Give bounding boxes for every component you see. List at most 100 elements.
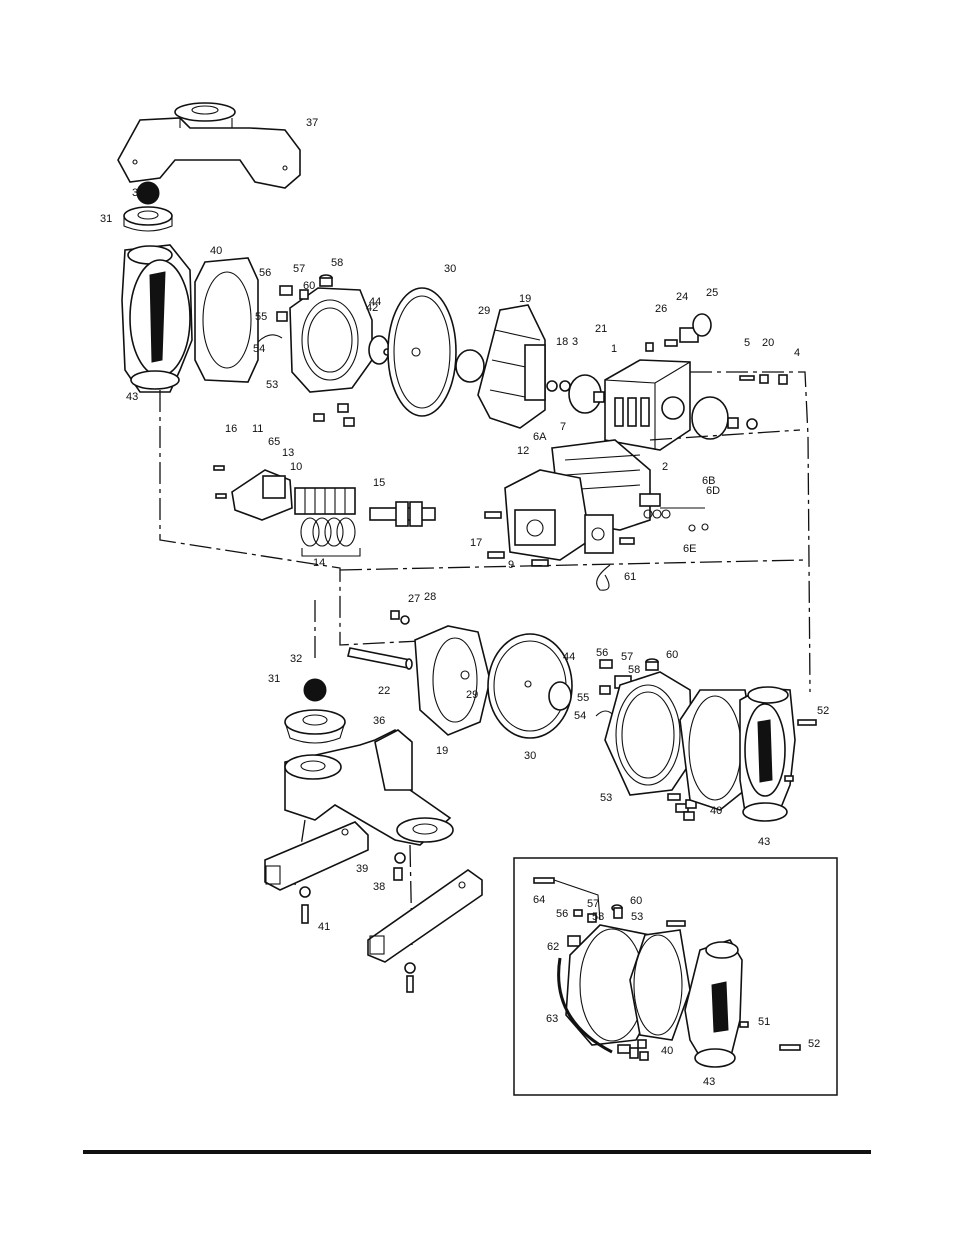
part-label-53: 53	[631, 911, 643, 923]
backup-diaphragm-left	[456, 350, 484, 382]
inner-chamber-left	[478, 305, 545, 428]
part-label-52: 52	[808, 1038, 820, 1050]
part-label-12: 12	[517, 445, 529, 457]
part-label-60: 60	[666, 649, 678, 661]
part-label-30: 30	[444, 263, 456, 275]
o-ring-18-right	[747, 419, 757, 429]
center-block	[605, 360, 690, 450]
o-rings-14	[301, 518, 355, 546]
washer-28	[401, 616, 409, 624]
shaft-22	[348, 648, 412, 669]
part-label-57: 57	[293, 263, 305, 275]
part-label-41: 41	[318, 921, 330, 933]
pilot-valve-group	[214, 466, 435, 556]
part-label-43: 43	[758, 836, 770, 848]
part-label-22: 22	[378, 685, 390, 697]
part-label-6D: 6D	[706, 485, 720, 497]
bolt-56-right	[785, 776, 793, 781]
part-label-56: 56	[556, 908, 568, 920]
check-ball-lower	[304, 679, 326, 701]
part-label-26: 26	[655, 303, 667, 315]
bolt-41-a	[302, 905, 308, 923]
part-label-57: 57	[621, 651, 633, 663]
part-label-53: 53	[600, 792, 612, 804]
part-label-60: 60	[303, 280, 315, 292]
part-label-1: 1	[611, 343, 617, 355]
part-label-51: 51	[758, 1016, 770, 1028]
part-label-55: 55	[577, 692, 589, 704]
part-label-27: 27	[408, 593, 420, 605]
part-label-61: 61	[624, 571, 636, 583]
bolt-17-b	[488, 552, 504, 558]
diaphragm-left	[388, 288, 456, 416]
part-label-60: 60	[630, 895, 642, 907]
bolt-52	[798, 720, 816, 725]
part-label-28: 28	[424, 591, 436, 603]
part-label-15: 15	[373, 477, 385, 489]
bolt-41-b	[407, 976, 413, 992]
part-label-24: 24	[676, 291, 688, 303]
part-label-31: 31	[100, 213, 112, 225]
part-label-64: 64	[533, 894, 545, 906]
nut-20	[760, 375, 768, 383]
washer-28-d	[405, 963, 415, 973]
bolt-17-a	[485, 512, 501, 518]
bushing-3	[560, 381, 570, 391]
part-label-20: 20	[762, 337, 774, 349]
part-label-2: 2	[662, 461, 668, 473]
bushing-3-right	[728, 418, 738, 428]
part-label-56: 56	[259, 267, 271, 279]
part-label-29: 29	[478, 305, 490, 317]
air-chamber-right	[605, 672, 692, 795]
part-label-32: 32	[132, 187, 144, 199]
inner-chamber-right	[415, 626, 490, 735]
part-label-19: 19	[436, 745, 448, 757]
air-chamber-left	[290, 288, 372, 392]
part-label-11: 11	[252, 423, 263, 435]
part-label-44: 44	[563, 651, 575, 663]
part-label-13: 13	[282, 447, 294, 459]
fitting-24	[665, 340, 677, 346]
part-label-17: 17	[470, 537, 482, 549]
part-label-37: 37	[306, 117, 318, 129]
part-label-14: 14	[313, 557, 325, 569]
part-label-18: 18	[556, 336, 568, 348]
pin-5	[740, 376, 754, 380]
part-label-29: 29	[466, 689, 478, 701]
plug-26	[646, 343, 653, 351]
valve-seat-lower	[285, 710, 345, 743]
page-rule	[83, 1150, 871, 1154]
inset-detail	[534, 878, 800, 1067]
valve-seat-upper	[124, 207, 172, 231]
discharge-manifold	[118, 103, 300, 188]
part-label-6E: 6E	[683, 543, 696, 555]
part-label-36: 36	[373, 715, 385, 727]
part-label-56: 56	[596, 647, 608, 659]
part-label-21: 21	[595, 323, 607, 335]
part-label-16: 16	[225, 423, 237, 435]
part-label-54: 54	[574, 710, 586, 722]
o-ring-18	[547, 381, 557, 391]
inlet-manifold	[285, 730, 453, 845]
bolt-9-b	[620, 538, 634, 544]
part-label-38: 38	[373, 881, 385, 893]
part-label-43: 43	[126, 391, 138, 403]
clip-61	[597, 565, 610, 590]
part-label-54: 54	[253, 343, 265, 355]
part-label-62: 62	[547, 941, 559, 953]
gasket-21-right	[692, 397, 728, 439]
part-label-4: 4	[794, 347, 800, 359]
bushing-1	[594, 392, 604, 402]
washer-28-b	[395, 853, 405, 863]
part-label-30: 30	[524, 750, 536, 762]
part-label-58: 58	[331, 257, 343, 269]
part-label-42: 42	[366, 302, 378, 314]
part-label-6A: 6A	[533, 431, 547, 443]
air-inlet-25	[680, 314, 711, 342]
cap-4	[779, 375, 787, 384]
part-label-65: 65	[268, 436, 280, 448]
part-label-52: 52	[817, 705, 829, 717]
part-label-25: 25	[706, 287, 718, 299]
part-label-63: 63	[546, 1013, 558, 1025]
part-label-53: 53	[266, 379, 278, 391]
